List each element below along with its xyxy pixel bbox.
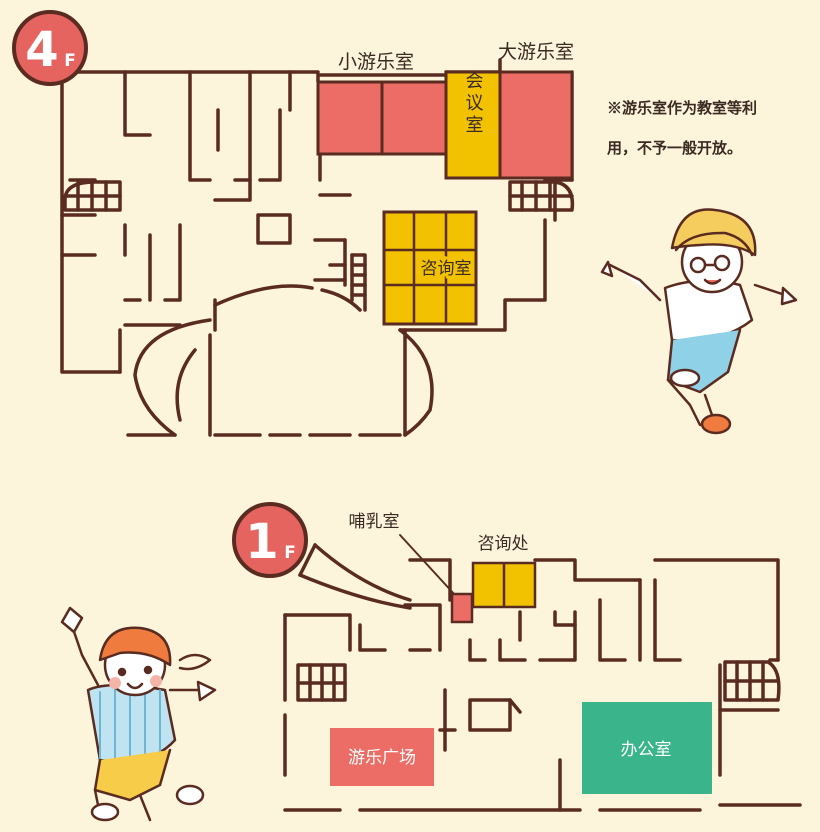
consult-room-block [382, 210, 478, 326]
office-block [582, 702, 712, 794]
badge-4f: 4 F [12, 10, 88, 86]
label-consult-desk: 咨询处 [478, 534, 529, 554]
nursing-room-block [450, 592, 474, 624]
label-office: 办公室 [621, 740, 672, 760]
badge-4f-number: 4 [25, 22, 58, 78]
label-nursing-room: 哺乳室 [349, 512, 400, 532]
badge-4f-unit: F [64, 51, 76, 71]
notice-line-2: 用，不予一般开放。 [607, 139, 743, 157]
label-consult-room: 咨询室 [421, 259, 472, 279]
badge-1f-unit: F [284, 543, 296, 563]
boy-with-yellow-hat [600, 208, 798, 435]
badge-1f: 1 F [232, 502, 308, 578]
large-playroom-block [498, 70, 574, 180]
label-meeting-room: 会议室 [463, 71, 484, 137]
label-play-plaza: 游乐广场 [348, 748, 416, 768]
floor1-walls [283, 534, 802, 812]
playroom-notice: ※游乐室作为教室等利 用，不予一般开放。 [607, 88, 817, 168]
label-small-playroom: 小游乐室 [338, 51, 414, 73]
label-large-playroom: 大游乐室 [498, 41, 574, 63]
notice-line-1: ※游乐室作为教室等利 [607, 99, 758, 117]
girl-with-orange-cap [60, 606, 217, 822]
play-plaza-block [330, 728, 434, 786]
badge-1f-number: 1 [245, 514, 278, 570]
